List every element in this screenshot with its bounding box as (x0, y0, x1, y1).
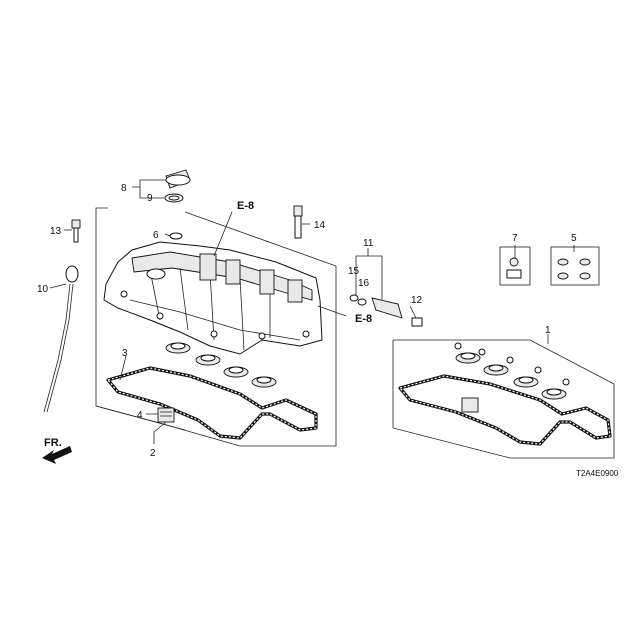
pcv-valve-assembly (349, 294, 423, 327)
part-7-bolts (506, 257, 522, 279)
callout-11: 11 (363, 238, 374, 249)
callout-13: 13 (50, 226, 62, 237)
callout-9: 9 (147, 193, 153, 204)
part-5-box (550, 246, 600, 286)
callout-7: 7 (512, 233, 518, 244)
callout-6: 6 (153, 230, 159, 241)
callout-12: 12 (411, 295, 423, 306)
part-5-washers (557, 258, 591, 280)
callout-3: 3 (122, 348, 128, 359)
callout-15: 15 (348, 266, 360, 277)
callout-14: 14 (314, 220, 326, 231)
callout-16: 16 (358, 278, 370, 289)
washer (169, 232, 183, 240)
oil-filler-cap (165, 169, 191, 189)
callout-10: 10 (37, 284, 49, 295)
main-assembly-box (95, 207, 337, 447)
callout-5: 5 (571, 233, 577, 244)
leader-lines (49, 179, 575, 444)
reference-e8-top: E-8 (237, 200, 254, 212)
callout-8: 8 (121, 183, 127, 194)
bolt-13 (71, 219, 81, 243)
gasket-set-box (392, 339, 615, 459)
grommet (157, 407, 175, 423)
spark-plug-seal-set (165, 342, 277, 388)
reference-e8-middle: E-8 (355, 313, 372, 325)
callout-1: 1 (545, 325, 551, 336)
cylinder-head-cover (103, 241, 323, 355)
front-direction-label: FR. (44, 437, 62, 449)
oil-filler-cap-seal (164, 193, 184, 203)
dipstick (43, 265, 79, 413)
callout-4: 4 (137, 410, 143, 421)
sensor-14 (293, 205, 303, 239)
cover-gasket (106, 366, 318, 440)
front-direction-arrow-icon (42, 446, 72, 464)
gasket-set (398, 342, 612, 446)
callout-2: 2 (150, 448, 156, 459)
diagram-code: T2A4E0900 (576, 469, 619, 478)
